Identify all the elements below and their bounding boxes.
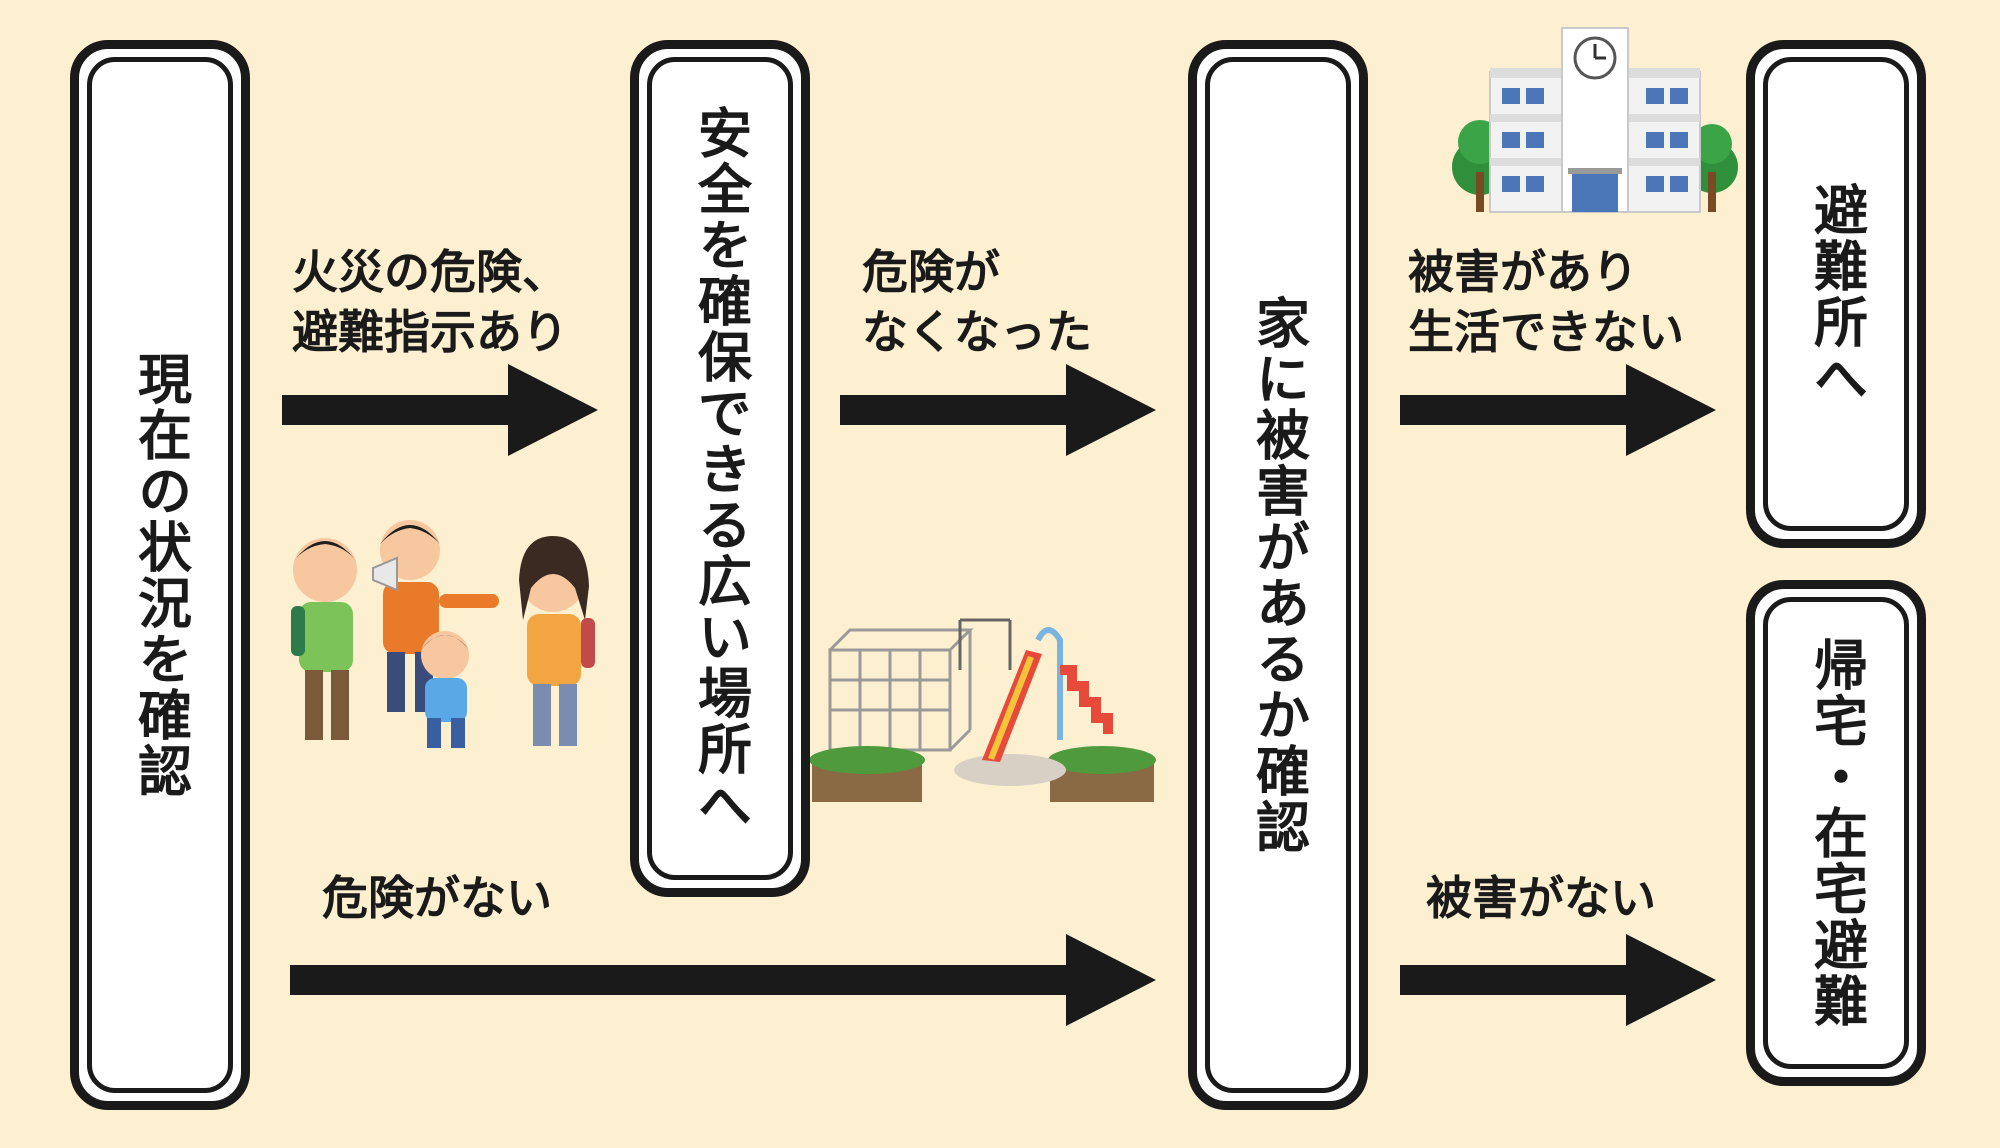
box-current-situation-label: 現在の状況を確認 (128, 351, 192, 799)
box-return-home-label: 帰宅・在宅避難 (1804, 637, 1868, 1029)
box-return-home: 帰宅・在宅避難 (1746, 580, 1926, 1086)
school-building-illustration (1452, 27, 1738, 213)
label-damage-cannot-live: 被害があり 生活できない (1408, 242, 1684, 362)
box-evacuation-shelter-label: 避難所へ (1804, 182, 1868, 406)
label-fire-danger-line2: 避難指示あり (292, 305, 568, 359)
arrow-to-return-home (1400, 934, 1716, 1026)
box-current-situation: 現在の状況を確認 (70, 40, 250, 1110)
label-damage-cannot-live-line2: 生活できない (1408, 305, 1684, 359)
box-check-home-damage: 家に被害があるか確認 (1188, 40, 1368, 1110)
box-check-home-damage-label: 家に被害があるか確認 (1246, 295, 1310, 855)
arrow-to-shelter (1400, 364, 1716, 456)
label-damage-cannot-live-line1: 被害があり (1408, 245, 1638, 299)
box-safe-open-place-label: 安全を確保できる広い場所へ (688, 104, 752, 833)
arrow-to-check-home-upper (840, 364, 1156, 456)
label-no-danger: 危険がない (322, 871, 552, 925)
park-playground-illustration (810, 618, 1156, 802)
arrow-to-safe-place (282, 364, 598, 456)
arrow-to-check-home-lower (290, 934, 1156, 1026)
label-danger-gone-line1: 危険が (862, 245, 1000, 299)
label-danger-gone-line2: なくなった (862, 305, 1092, 359)
label-fire-danger-line1: 火災の危険、 (292, 245, 568, 299)
label-fire-danger: 火災の危険、 避難指示あり (292, 242, 568, 362)
box-safe-open-place: 安全を確保できる広い場所へ (630, 40, 810, 897)
box-evacuation-shelter: 避難所へ (1746, 40, 1926, 548)
evacuating-family-illustration (291, 520, 595, 748)
label-no-damage: 被害がない (1426, 871, 1656, 925)
label-danger-gone: 危険が なくなった (862, 242, 1092, 362)
